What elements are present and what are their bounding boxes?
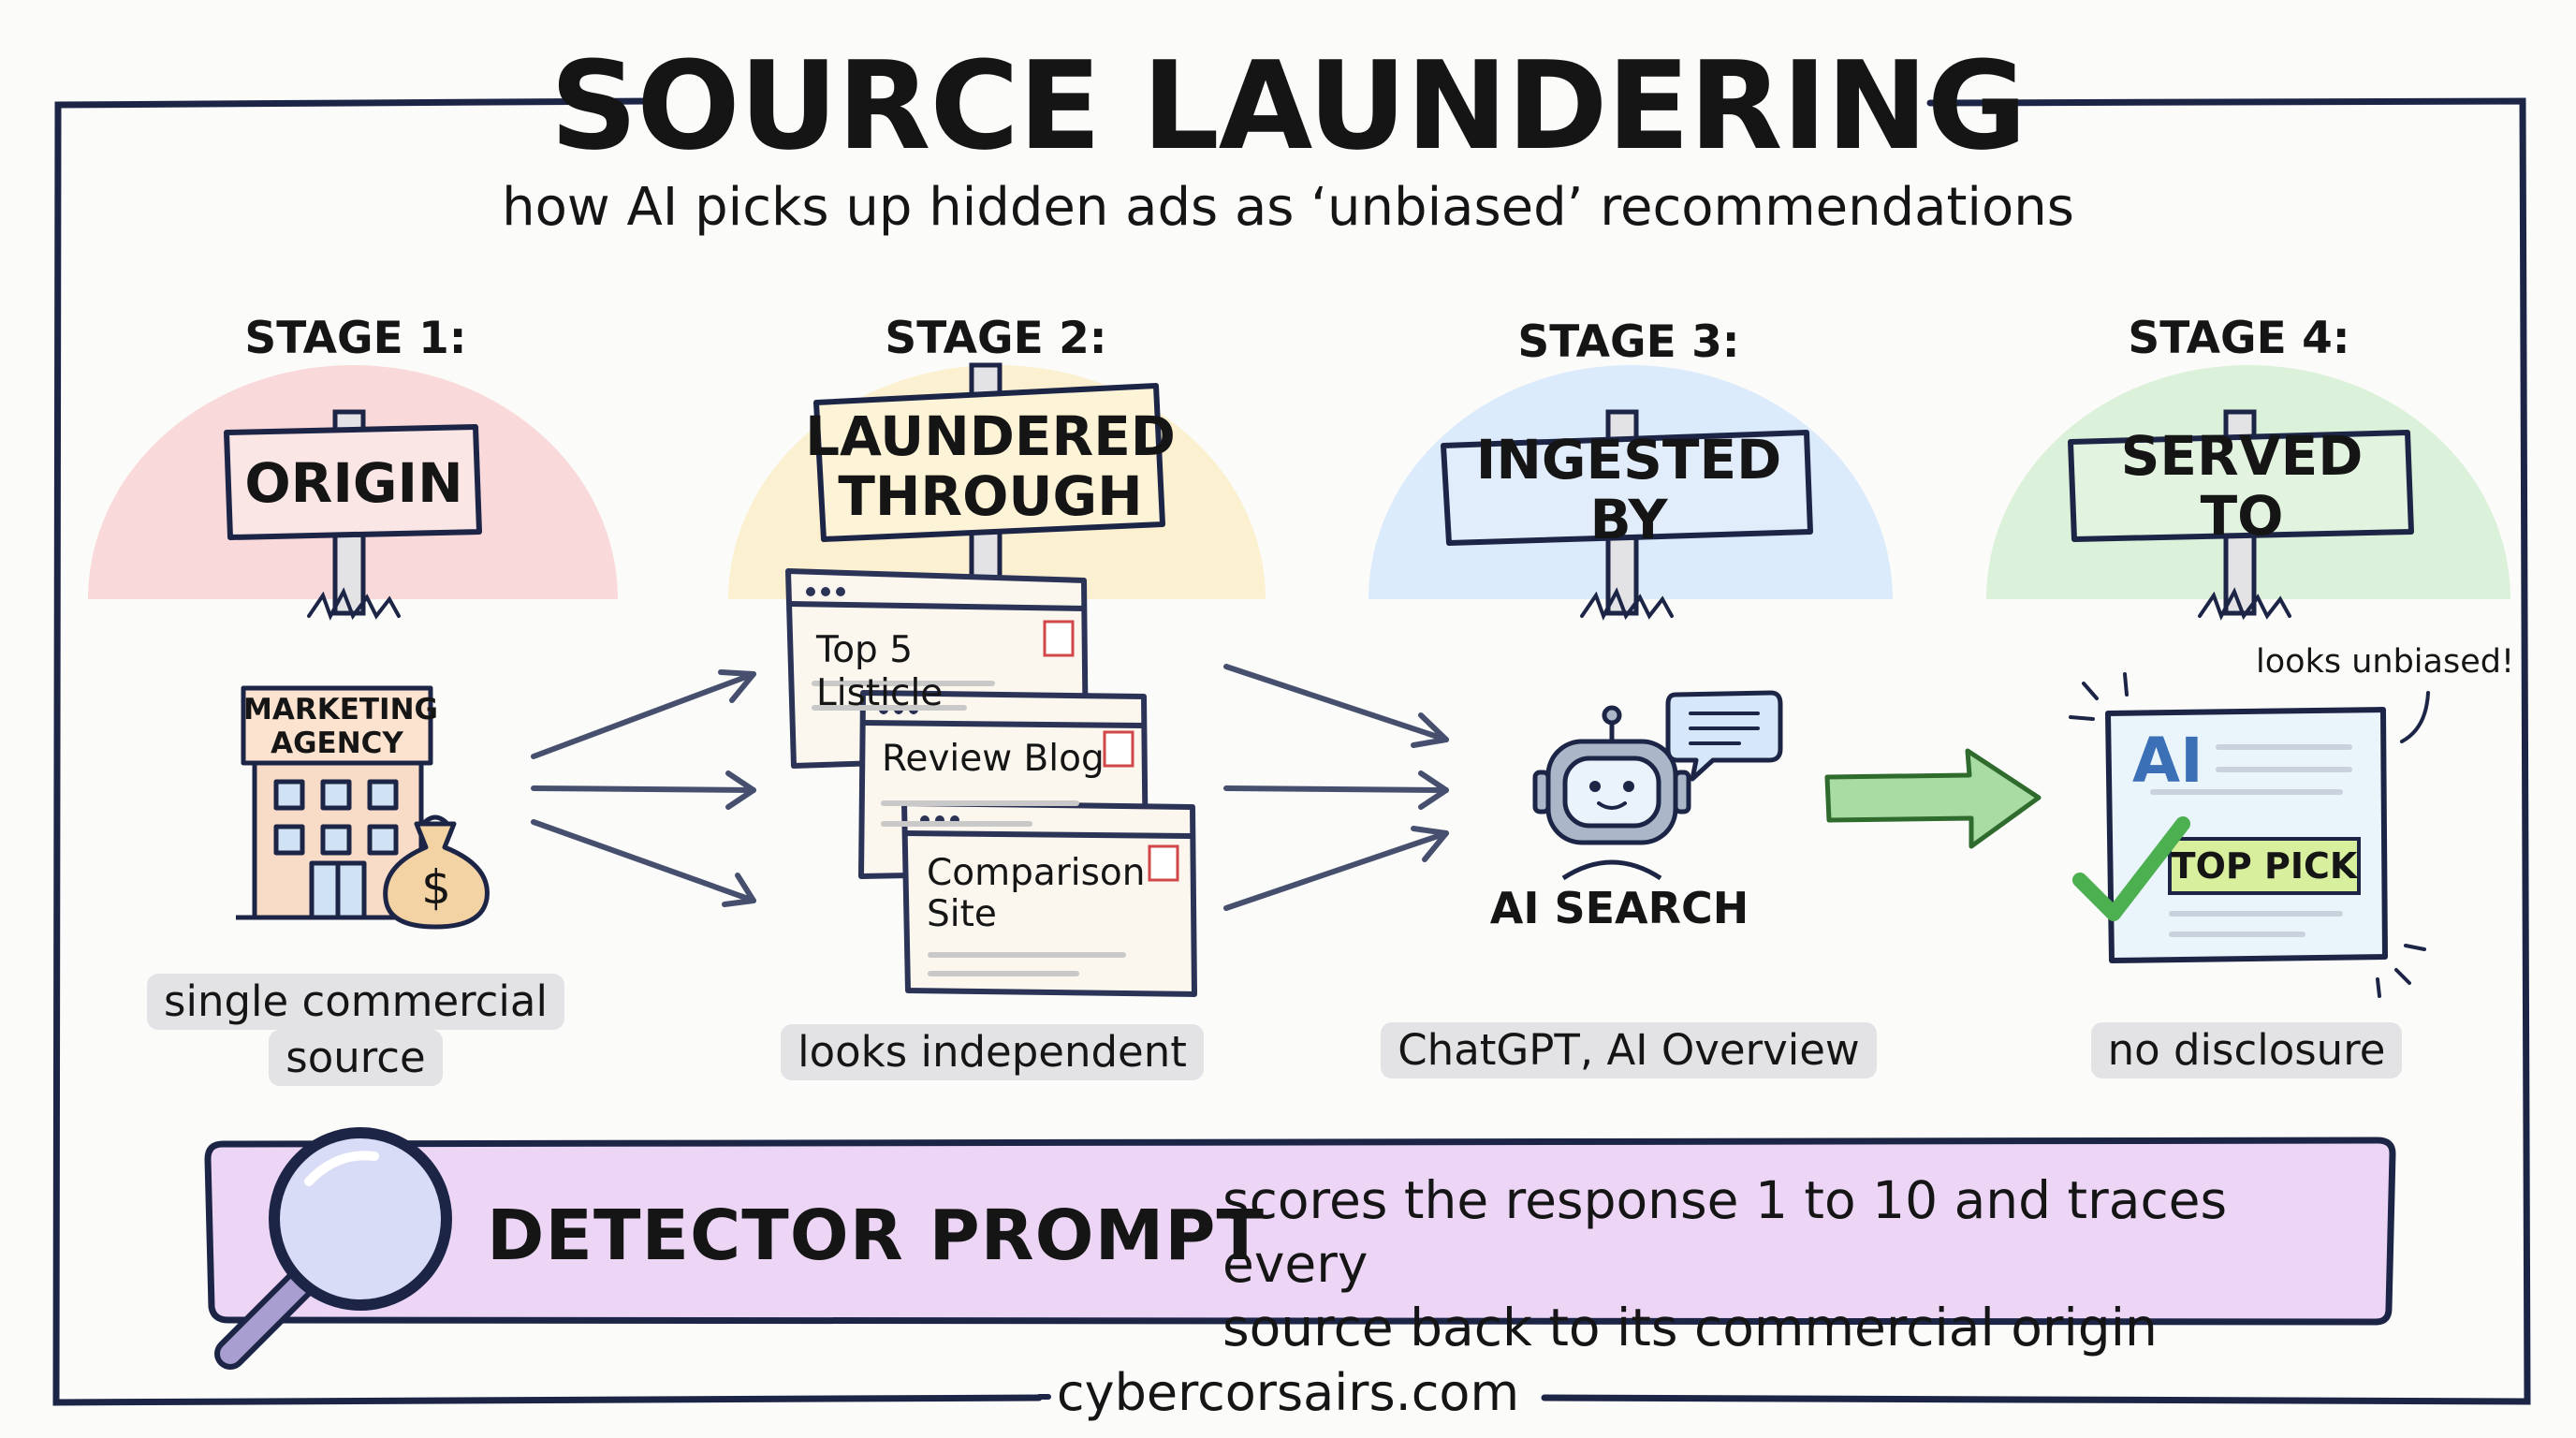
checkmark-icon — [2072, 816, 2190, 921]
stage-1-caption-line2: source — [269, 1030, 443, 1086]
window-text-lines — [812, 681, 1126, 976]
sign-boards — [224, 383, 2414, 546]
magnifier-icon — [214, 1127, 452, 1370]
window-title-comparison-line2: Site — [927, 893, 997, 935]
document-icons — [1043, 620, 1179, 882]
window-title-comparison-line1: Comparison — [927, 852, 1146, 894]
stage-2-caption-line1: looks independent — [781, 1024, 1204, 1080]
stage-4-sign-text: SERVED TO — [2120, 424, 2364, 548]
detector-description-line1: scores the response 1 to 10 and traces e… — [1222, 1170, 2228, 1294]
stage-2-caption: looks independent — [749, 1024, 1236, 1080]
stage-2-sign-line1: LAUNDERED — [805, 404, 1176, 468]
stage-3-sign: INGESTED BY — [1447, 430, 1810, 550]
page-title: SOURCE LAUNDERING — [549, 35, 2027, 177]
money-bag-icon — [383, 814, 490, 930]
sign-posts — [332, 362, 2257, 616]
building-sign-line1: MARKETING — [243, 693, 438, 726]
page-subtitle: how AI picks up hidden ads as ‘unbiased’… — [502, 177, 2074, 238]
ai-search-label: AI SEARCH — [1489, 883, 1749, 933]
green-arrow-icon — [1824, 748, 2042, 849]
grass-tufts — [307, 587, 2291, 621]
stage-1-label: STAGE 1: — [244, 313, 467, 364]
stage-2-sign-line2: THROUGH — [838, 464, 1143, 528]
stage-1-caption: single commercial source — [131, 974, 580, 1086]
outer-frame — [52, 97, 2531, 1406]
stage-4-caption: no disclosure — [2012, 1022, 2481, 1078]
window-title-listicle: Top 5 Listicle — [816, 629, 944, 714]
stage-3-caption: ChatGPT, AI Overview — [1367, 1022, 1891, 1078]
money-symbol: $ — [421, 860, 451, 915]
top-pick-card — [2105, 707, 2388, 963]
callout-pointer — [2400, 691, 2430, 743]
sparkle-marks — [2069, 672, 2426, 998]
robot-smile — [1597, 801, 1627, 810]
stage-4-label: STAGE 4: — [2128, 313, 2350, 364]
chat-bubble-lines — [1689, 712, 1760, 745]
window-title-review-blog: Review Blog — [882, 738, 1105, 780]
stage-1-caption-line1: single commercial — [147, 974, 564, 1030]
chat-bubble-icon — [1665, 690, 1783, 782]
building-sign: MARKETING AGENCY — [243, 693, 438, 760]
stage-3-sign-text: INGESTED BY — [1475, 428, 1782, 551]
stage-1-sign-text: ORIGIN — [244, 451, 463, 515]
stage-2-sign: LAUNDERED THROUGH — [805, 397, 1176, 536]
ai-search-robot-icon — [1532, 705, 1691, 881]
stage-3-caption-line1: ChatGPT, AI Overview — [1381, 1022, 1877, 1078]
detector-prompt-description: scores the response 1 to 10 and traces e… — [1222, 1168, 2383, 1359]
stage-2-label: STAGE 2: — [885, 313, 1107, 364]
footer-site: cybercorsairs.com — [1056, 1363, 1520, 1422]
stage-4-sign: SERVED TO — [2072, 426, 2411, 546]
arrows-origin-to-laundered — [531, 669, 756, 907]
stage-1-sign: ORIGIN — [230, 431, 477, 536]
detector-description-line2: source back to its commercial origin — [1222, 1298, 2158, 1357]
card-ai-text: AI — [2132, 725, 2203, 797]
robot-eyes — [1589, 781, 1634, 792]
detector-prompt-label: DETECTOR PROMPT — [487, 1196, 1265, 1276]
arrows-laundered-to-ingested — [1223, 664, 1449, 911]
stage-3-label: STAGE 3: — [1517, 316, 1740, 368]
looks-unbiased-callout: looks unbiased! — [2256, 643, 2514, 681]
building-sign-line2: AGENCY — [271, 726, 403, 760]
stage-4-caption-line1: no disclosure — [2090, 1022, 2403, 1078]
top-pick-badge: TOP PICK — [2171, 845, 2358, 887]
laundered-windows — [785, 568, 1197, 997]
detector-bar-background — [204, 1137, 2396, 1326]
